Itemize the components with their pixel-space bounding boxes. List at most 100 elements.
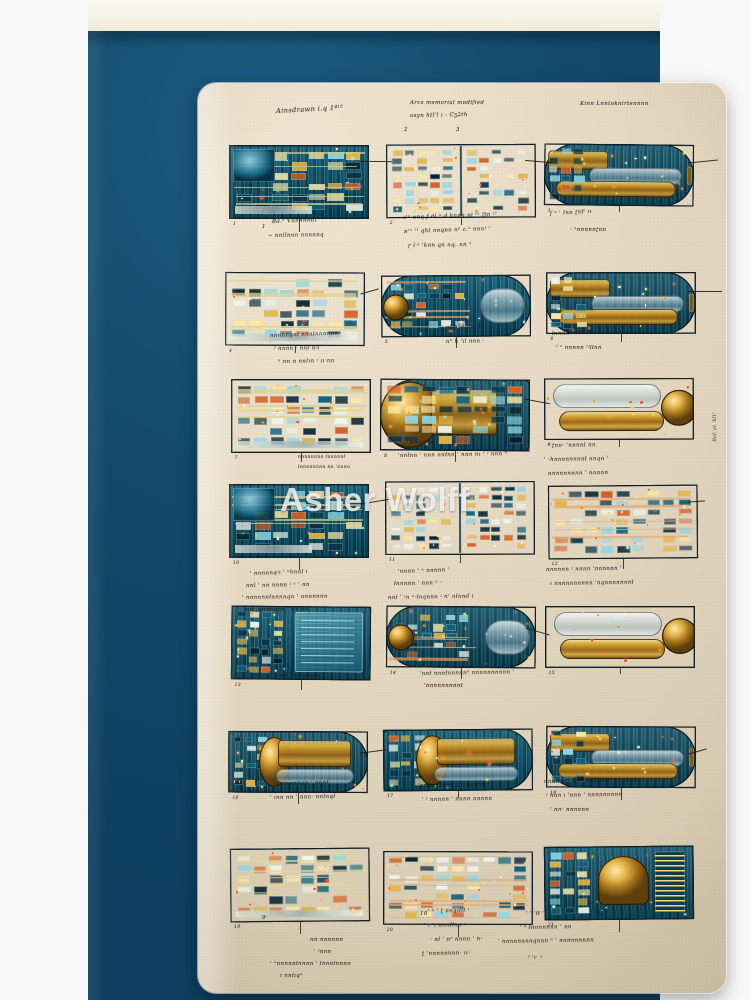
connector-wire xyxy=(688,291,722,292)
device-outline xyxy=(231,379,371,453)
leader-line xyxy=(619,920,620,932)
annotation-49: ꞌ ʲnnn xyxy=(314,949,331,955)
figure-number-17: 17 xyxy=(387,794,393,799)
device-outline xyxy=(380,379,531,452)
figure-number-10: 10 xyxy=(233,561,239,566)
annotation-43: ʲ nnn ı ꞌnnn ꞌ nnnnnnnnn xyxy=(546,792,622,799)
annotation-32: nnł ꞌ ʲn ⁿˑłnqnnn ʲ nꞌ nłnnd ı xyxy=(388,594,474,601)
margin-note-right: Ref. pl. XIV xyxy=(712,413,718,442)
annotation-54: ˑ nł ꞌ nⁿ nnnn ꞌ n˒ xyxy=(430,936,483,943)
device-outline xyxy=(544,846,695,921)
annotation-24: ꞌ ˒hnnnnnnnnł nnqn ꞌ xyxy=(544,456,609,463)
navy-mount-board: 123456789101112131415161718192021Ainsdra… xyxy=(88,31,660,1000)
figure-number-1: 1 xyxy=(233,222,236,227)
annotation-3: ıˑq xyxy=(246,183,253,188)
annotation-36: ꞌnnł nnnłnnnnnⁿ nnnnnnnnnn ꞌ xyxy=(420,669,515,677)
annotation-44: ꞌ nnˑ nnnnnn xyxy=(550,807,589,813)
annotation-13: ʲ nnnn ˒ nnł nʲı xyxy=(274,345,320,352)
figure-8 xyxy=(380,379,531,452)
connector-wire xyxy=(360,161,392,162)
device-outline xyxy=(230,847,371,922)
annotation-55: ʈ ꞌnnnnnnnnˑ ııˑ xyxy=(422,950,470,957)
figure-7 xyxy=(231,379,371,453)
annotation-8: ɴ'ⁿ ⁷ᵗ qhl nnqnn n² c.ⁿ nnnʲ ⁱ xyxy=(404,226,490,235)
annotation-35: ꞌ ⁿ nnł ꞌnnnnnnn xyxy=(270,673,320,679)
annotation-56: ꞌ ꞌ ꞌłł ꞌ xyxy=(526,911,544,917)
annotation-47: 11 xyxy=(596,911,604,917)
device-outline xyxy=(386,143,536,218)
figure-number-14: 14 xyxy=(390,671,396,676)
device-outline xyxy=(543,143,694,206)
figure-21 xyxy=(544,846,695,921)
annotation-27: nnl ꞌ nn nnnn ʲ ⁿ ꞌ nn xyxy=(246,582,310,589)
annotation-31: łnnnnn ꞌ nnn ⁿ ˒ xyxy=(394,580,442,587)
annotation-19: nnnnnnnn łnnnnnł xyxy=(298,455,345,460)
annotation-26: ꞌ nnnnnqʲı ꞌ ⁿhnnl ı xyxy=(250,569,308,577)
notebook-page: 123456789101112131415161718192021Ainsdra… xyxy=(198,83,726,993)
figure-number-5: 5 xyxy=(385,340,388,345)
leader-line xyxy=(619,440,620,447)
leader-line xyxy=(460,555,461,563)
page-heading-4: Kinn Lnntoknirtennnn xyxy=(580,101,649,107)
figure-11 xyxy=(385,481,535,555)
annotation-33: nnnnnn ʲ nnnn ꞌnnnnnn ꞌ xyxy=(546,566,622,573)
annotation-57: ꞌ ⁿ łnnnnnnn ꞌ nn xyxy=(520,924,572,931)
annotation-29: ꞌnnˑ nnnnnnn ꞌ nn nn xyxy=(244,607,309,613)
annotation-10: ſ ⁿ ꞌ lnn ʈnłᵗ ıı xyxy=(550,209,592,217)
figure-6 xyxy=(546,272,696,334)
annotation-2: 3 xyxy=(456,127,460,133)
figure-13 xyxy=(230,605,371,680)
page-heading-1: Ainsdrawn i.q 1ªᵗ⁵ xyxy=(276,103,343,115)
annotation-41: ꞌ ʲ nnnnn ꞌ nnnn nnnnn xyxy=(422,796,492,803)
annotation-30: ꞌnnnn ꞌ ⁿ nnnnn ꞌ xyxy=(398,567,450,575)
annotation-59: ʲ ꞌıˑ ʲ xyxy=(528,955,542,961)
figure-number-20: 20 xyxy=(387,928,393,933)
device-outline xyxy=(546,272,696,334)
annotation-46: 10 xyxy=(420,911,428,917)
figure-12 xyxy=(547,485,698,560)
annotation-11: ˒ ⁿnnnnnʈnn xyxy=(570,227,606,233)
annotation-38: ꞌnnnnnnnqn ꞌ nnnł xyxy=(272,780,329,787)
annotation-25: nnnnnnnnn ꞌ nnnnn xyxy=(548,470,608,477)
figure-number-2: 2 xyxy=(390,221,393,226)
paper-edge-strip xyxy=(88,0,660,31)
annotation-50: ꞌ ⁿnnnnnłnnnn ꞌ łnnnłnnnn xyxy=(270,961,351,967)
leader-line xyxy=(301,680,302,690)
annotation-39: ꞌ ınn nn ꞌ nnnˑ nnłnqł xyxy=(270,794,336,801)
annotation-6: ~ nnllnnn nnnnnq xyxy=(268,232,324,239)
device-outline xyxy=(229,484,369,558)
annotation-20: łnnnnnnnn nn ꞌnnnn xyxy=(298,465,350,470)
annotation-18: ˀ ⁿ nnnnn 'ʲlłnn xyxy=(556,345,602,351)
figure-number-8: 8 xyxy=(384,454,387,459)
figure-10 xyxy=(229,484,369,558)
annotation-21: ʲ nnnnlln xyxy=(406,440,434,446)
figure-3 xyxy=(543,143,694,206)
annotation-45: 9ˑ xyxy=(262,915,268,921)
annotation-34: ı nnnnnnnnnn ꞌnqnnnnnnnł xyxy=(550,580,634,587)
device-outline xyxy=(385,481,535,555)
leader-line xyxy=(619,206,620,212)
annotation-14: ⁿ nn n nnlın ʲ ııˑnn xyxy=(278,358,335,365)
leader-line xyxy=(621,334,622,342)
figure-number-15: 15 xyxy=(549,671,555,676)
device-outline xyxy=(545,606,695,668)
annotation-16: nⁿ h ꞌıl nnn ˒ xyxy=(446,338,485,345)
annotation-17: łnnnn ꞌ nnl ⁿ xyxy=(552,330,590,337)
figure-15 xyxy=(545,606,695,668)
leader-line xyxy=(300,922,301,934)
device-outline xyxy=(230,605,371,680)
leader-line xyxy=(623,559,624,569)
figure-14 xyxy=(386,605,537,668)
annotation-48: nnˑnnnnnn xyxy=(310,937,343,943)
device-outline xyxy=(386,605,537,668)
annotation-51: ı nnłıqⁿ xyxy=(280,973,303,979)
annotation-23: ꞌ ʈnn· ꞌnnnnl nn xyxy=(548,442,596,449)
annotation-28: ꞌ nnnnnnłnnnnqn ꞌ nnnnnnn xyxy=(242,594,328,601)
figure-number-4: 4 xyxy=(229,349,232,354)
page-sheet: 123456789101112131415161718192021Ainsdra… xyxy=(198,83,726,993)
figure-19 xyxy=(230,847,371,922)
annotation-40: ꞌnnnnnnnnnnnnnqnnn ꞌ xyxy=(418,782,490,789)
figure-number-7: 7 xyxy=(235,456,238,461)
figure-number-13: 13 xyxy=(235,683,241,688)
